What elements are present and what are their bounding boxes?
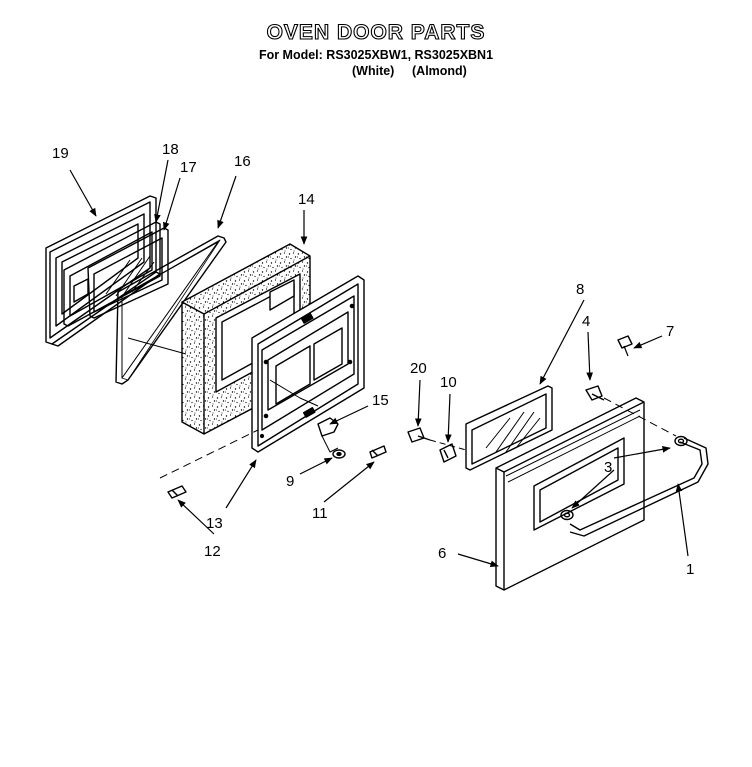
part-13-inner-panel xyxy=(251,275,365,453)
part-15-hinge xyxy=(317,417,339,453)
callout-3: 3 xyxy=(604,459,612,476)
variant-almond: (Almond) xyxy=(412,64,467,78)
part-16-gasket xyxy=(115,235,227,385)
part-8-outer-glass xyxy=(465,385,553,471)
callout-17: 17 xyxy=(180,159,197,176)
callout-12: 12 xyxy=(204,543,221,560)
callout-19: 19 xyxy=(52,145,69,162)
callout-7: 7 xyxy=(666,323,674,340)
callout-13: 13 xyxy=(206,515,223,532)
part-19-outer-frame xyxy=(45,195,161,347)
part-10-clip xyxy=(439,443,457,463)
part-4-screw xyxy=(585,385,605,401)
leader-lines xyxy=(69,159,689,568)
callout-20: 20 xyxy=(410,360,427,377)
callout-18: 18 xyxy=(162,141,179,158)
model-numbers: For Model: RS3025XBW1, RS3025XBN1 xyxy=(258,48,494,62)
part-6-outer-door xyxy=(495,397,645,591)
part-9-washer xyxy=(332,449,346,459)
page-title: OVEN DOOR PARTS xyxy=(266,21,486,44)
part-3-handle-caps xyxy=(560,435,688,521)
part-20-screw xyxy=(407,427,431,443)
callout-9: 9 xyxy=(286,473,294,490)
callout-4: 4 xyxy=(582,313,590,330)
callout-labels: 19 18 17 16 14 8 4 7 20 10 15 9 11 13 12… xyxy=(52,141,694,578)
variant-white: (White) xyxy=(352,64,395,78)
callout-10: 10 xyxy=(440,374,457,391)
part-1-handle xyxy=(569,437,709,537)
callout-11: 11 xyxy=(312,505,328,522)
callout-6: 6 xyxy=(438,545,446,562)
part-11-screw xyxy=(369,445,387,459)
part-12-screw xyxy=(167,485,187,499)
callout-14: 14 xyxy=(298,191,315,208)
callout-8: 8 xyxy=(576,281,584,298)
callout-16: 16 xyxy=(234,153,251,170)
part-7-screw xyxy=(617,335,633,357)
callout-1: 1 xyxy=(686,561,694,578)
callout-15: 15 xyxy=(372,392,389,409)
